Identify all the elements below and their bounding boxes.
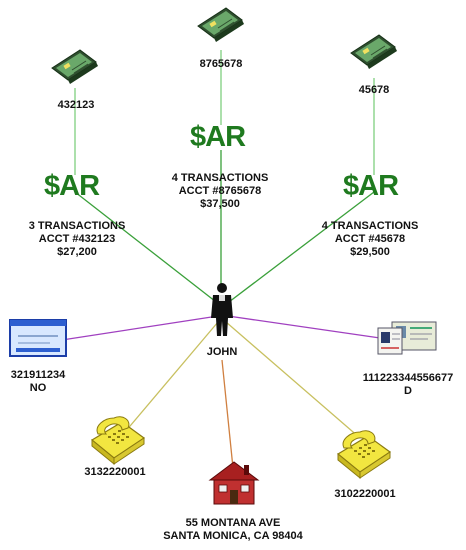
house-icon[interactable] <box>208 461 260 505</box>
ssn-number: 321911234 <box>10 369 66 381</box>
phone-number-right: 3102220001 <box>334 488 396 500</box>
sar-label: $AR <box>343 170 399 202</box>
transaction-summary: 4 TRANSACTIONS ACCT #8765678 $37,500 <box>150 172 290 211</box>
edge-ssn-john <box>61 315 219 341</box>
edge-license-john <box>227 315 381 339</box>
checkbook-icon[interactable] <box>350 34 398 70</box>
transaction-count: 4 TRANSACTIONS <box>321 220 419 232</box>
account-number: ACCT #45678 <box>334 233 406 245</box>
account-id-label: 45678 <box>358 84 390 96</box>
edge-phone-right-john <box>225 321 361 439</box>
ssn-suffix: NO <box>29 382 47 394</box>
license-number: 111223344556677 <box>362 372 454 384</box>
transaction-count: 3 TRANSACTIONS <box>28 220 126 232</box>
phone-icon[interactable] <box>337 430 391 479</box>
transaction-amount: $29,500 <box>350 246 390 258</box>
address-street: 55 MONTANA AVE <box>185 517 281 529</box>
account-id-label: 8765678 <box>199 58 243 70</box>
edges <box>61 50 381 469</box>
person-icon[interactable] <box>211 283 233 336</box>
account-number: ACCT #432123 <box>38 233 116 245</box>
transaction-amount: $37,500 <box>200 198 240 210</box>
transaction-summary: 4 TRANSACTIONS ACCT #45678 $29,500 <box>305 220 435 259</box>
license-icon[interactable] <box>377 321 437 355</box>
edge-phone-left-john <box>124 321 219 433</box>
phone-icon[interactable] <box>91 416 145 465</box>
transaction-amount: $27,200 <box>57 246 97 258</box>
phone-number-left: 3132220001 <box>84 466 146 478</box>
address-label: 55 MONTANA AVE SANTA MONICA, CA 98404 <box>148 517 318 543</box>
edge-sar-right-john <box>224 191 375 306</box>
checkbook-icon[interactable] <box>197 7 245 43</box>
address-city: SANTA MONICA, CA 98404 <box>163 530 303 542</box>
transaction-summary: 3 TRANSACTIONS ACCT #432123 $27,200 <box>12 220 142 259</box>
checkbook-icon[interactable] <box>51 49 99 85</box>
sar-label: $AR <box>44 170 100 202</box>
ssn-label: 321911234 NO <box>0 369 76 395</box>
license-suffix: D <box>404 385 412 397</box>
license-label: 111223344556677 D <box>352 372 464 398</box>
ssn-card-icon[interactable] <box>9 319 67 357</box>
account-id-label: 432123 <box>57 99 95 111</box>
person-name: JOHN <box>206 346 238 358</box>
edge-address-john <box>221 359 234 469</box>
account-number: ACCT #8765678 <box>178 185 262 197</box>
sar-label: $AR <box>190 121 246 153</box>
transaction-count: 4 TRANSACTIONS <box>171 172 269 184</box>
edge-sar-left-john <box>74 191 221 306</box>
